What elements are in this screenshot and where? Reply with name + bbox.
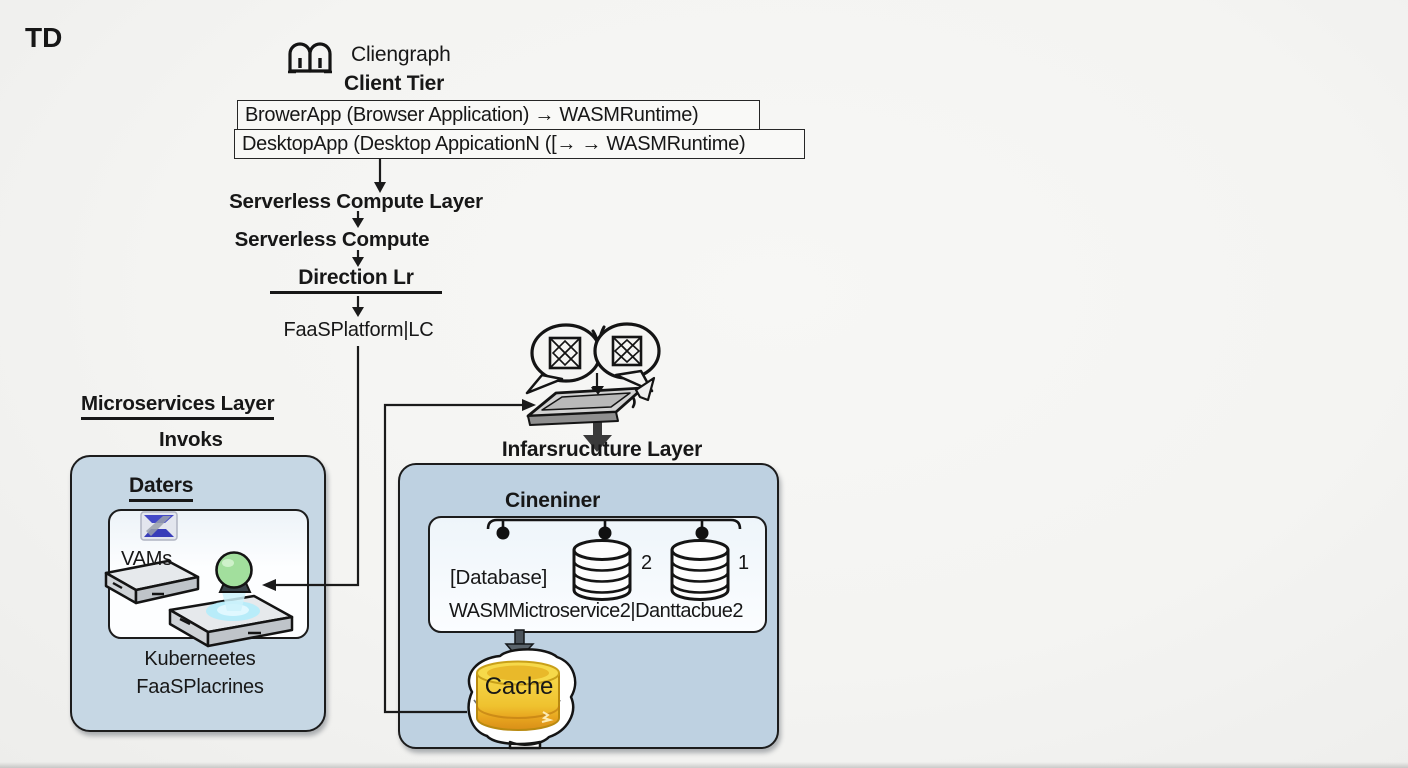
faas-caption: FaaSPlacrines xyxy=(136,676,264,698)
database-count-1: 1 xyxy=(738,552,749,574)
book-icon xyxy=(286,38,334,79)
microservices-title: Microservices Layer xyxy=(81,392,275,420)
cineniner-group-title: Cineniner xyxy=(505,489,601,512)
plate-icon xyxy=(526,376,656,426)
wasm-service-label: WASMMictroservice2|Danttacbue2 xyxy=(448,600,744,622)
brand-label: Cliengraph xyxy=(351,43,451,66)
diagram-code-label: TD xyxy=(25,22,63,53)
invoks-edge-label: Invoks xyxy=(159,428,223,451)
node-desktop-app: DesktopApp (Desktop AppicationN ([→ → WA… xyxy=(234,129,805,159)
kubernetes-caption: Kuberneetes xyxy=(144,648,256,670)
faas-platform-label: FaaSPlatform|LC xyxy=(283,319,434,341)
node-browser-app: BrowerApp (Browser Application) → WASMRu… xyxy=(237,100,760,130)
cache-label: Cache xyxy=(484,673,554,700)
infrastructure-title: Infarsrucuture Layer xyxy=(501,438,703,461)
chat-bubbles-icon xyxy=(525,322,661,409)
daters-group-title: Daters xyxy=(129,474,193,502)
serverless-layer-label: Serverless Compute Layer xyxy=(229,190,483,213)
vams-node-label: VAMs xyxy=(121,548,173,570)
hourglass-badge-icon xyxy=(139,511,179,546)
serverless-compute-label: Serverless Compute xyxy=(234,228,430,251)
client-tier-title: Client Tier xyxy=(344,72,445,95)
database-count-2: 2 xyxy=(641,552,652,574)
direction-label: Direction Lr xyxy=(270,266,442,294)
database-node-label: [Database] xyxy=(450,566,548,589)
